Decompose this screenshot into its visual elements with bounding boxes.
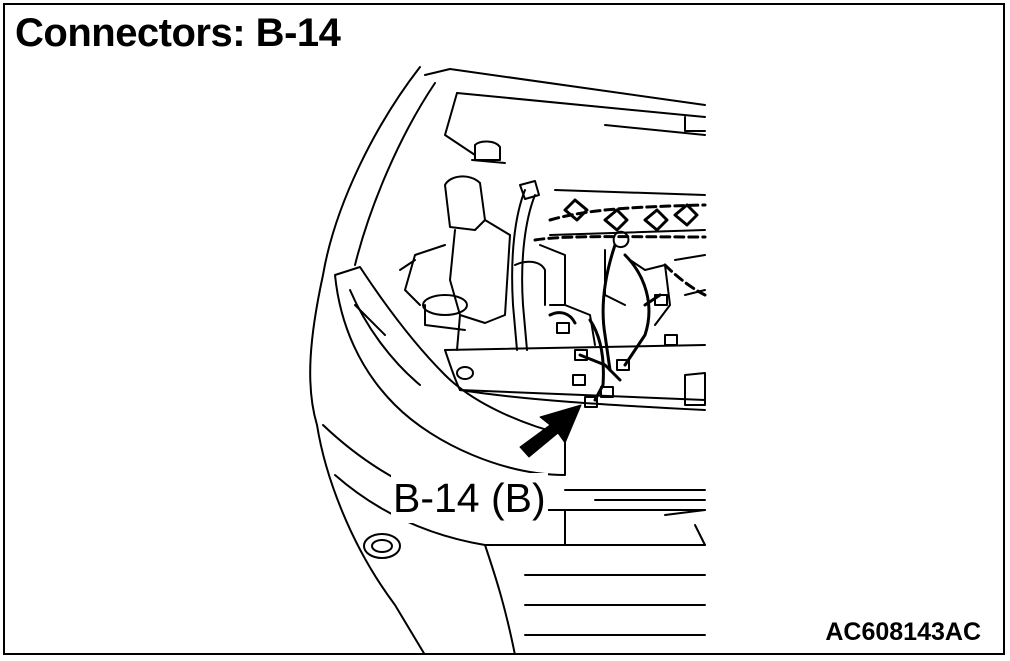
connector-b-14: [584, 396, 598, 408]
pointer-arrow: [519, 404, 582, 458]
diagram-title: Connectors: B-14: [15, 11, 341, 55]
wiring-harness: [533, 198, 707, 402]
fog-light: [363, 533, 401, 559]
fog-light-inner: [371, 539, 393, 553]
headlight: [334, 266, 566, 476]
figure-code: AC608143AC: [825, 618, 981, 646]
diagram-frame: Connectors: B-14 B-14 (B) AC608143AC: [3, 3, 1005, 655]
coolant-reservoir: [399, 140, 511, 351]
body-outline: [309, 66, 706, 653]
radiator-support: [444, 344, 706, 411]
engine-block: [539, 189, 706, 346]
connector-callout-label: B-14 (B): [391, 473, 548, 523]
hose: [511, 180, 546, 351]
connector-cluster: [556, 294, 678, 408]
engine-bay-illustration: [309, 66, 707, 653]
